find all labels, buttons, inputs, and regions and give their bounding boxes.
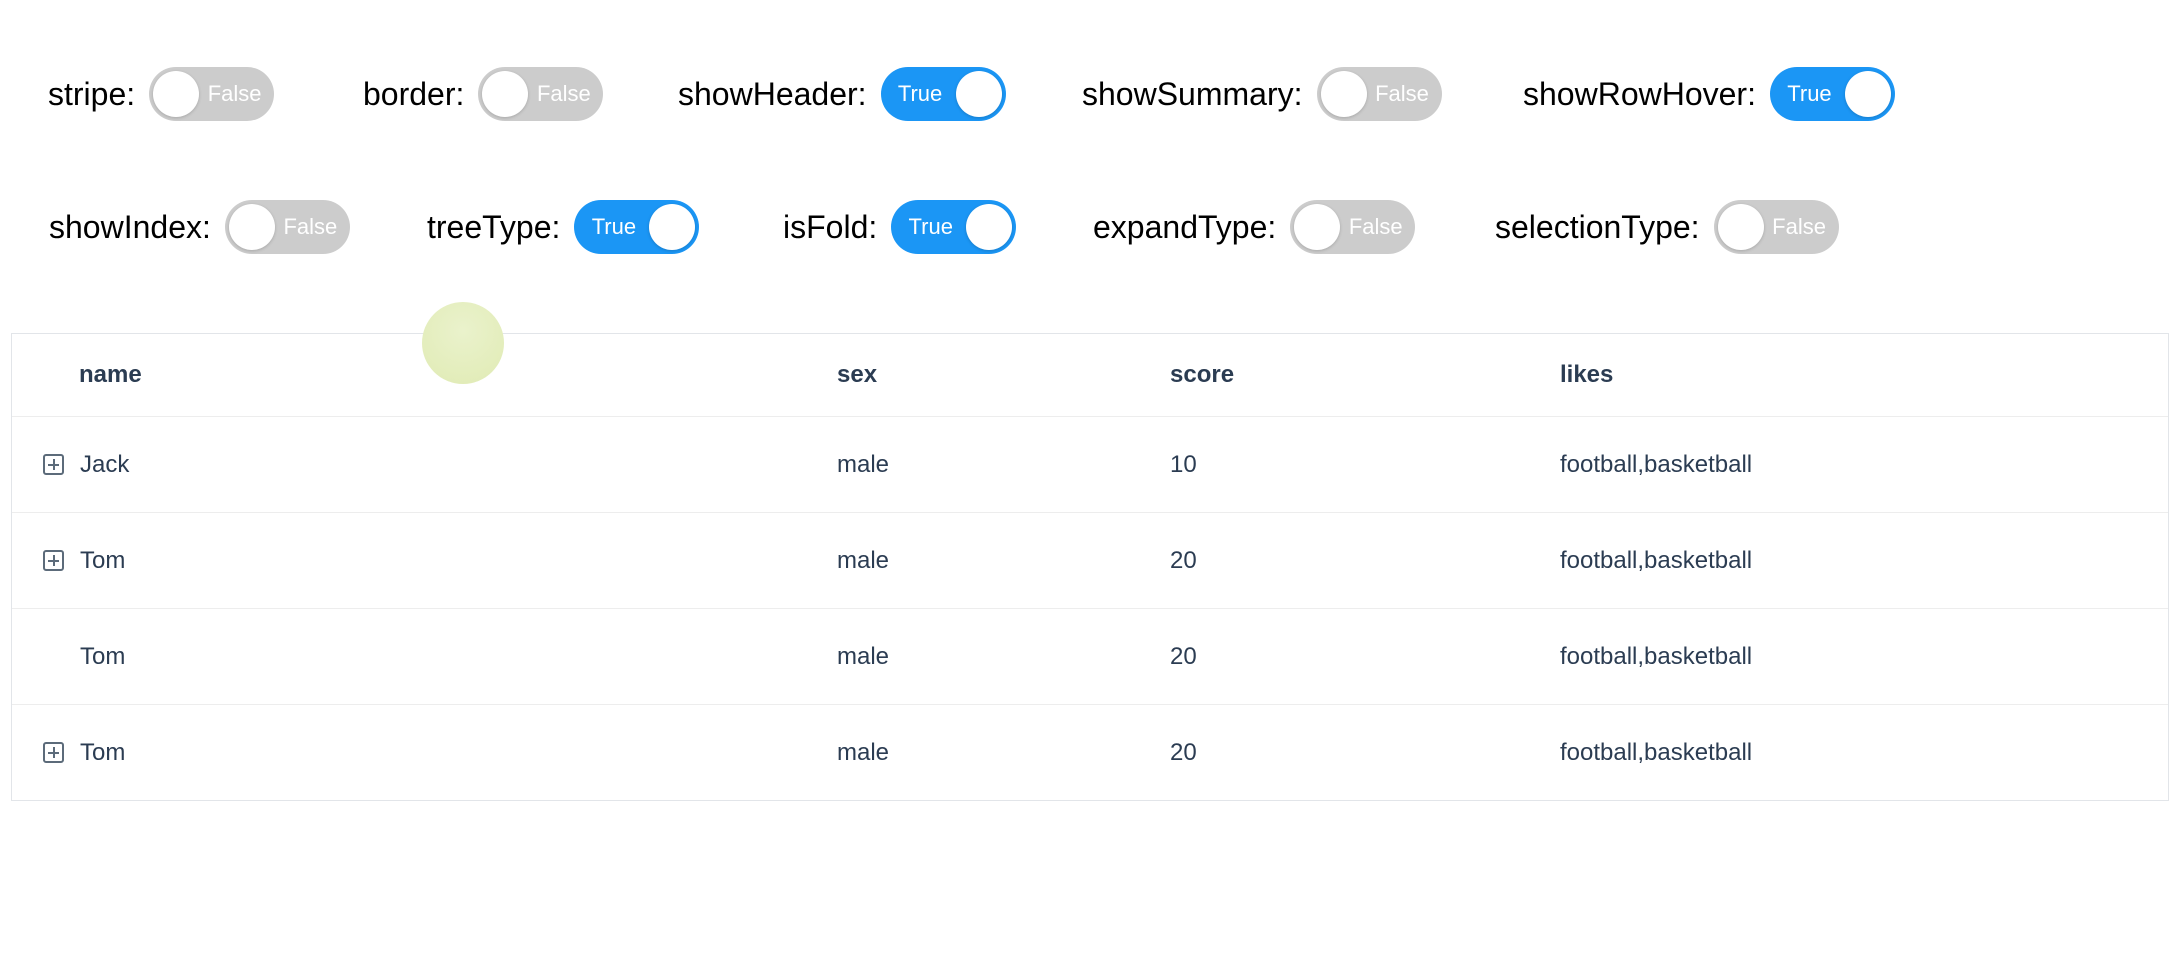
show-row-hover-toggle[interactable]: True xyxy=(1769,67,1895,121)
show-row-hover-toggle-value: True xyxy=(1787,81,1832,106)
row-sex: male xyxy=(837,546,890,574)
show-index-label: showIndex: xyxy=(49,208,211,245)
border-toggle[interactable]: False xyxy=(478,67,604,121)
row-score: 10 xyxy=(1170,450,1197,478)
table-row[interactable]: Jack male 10 football,basketball xyxy=(12,416,2168,512)
border-label: border: xyxy=(363,75,465,112)
name-cell: Tom xyxy=(12,739,770,767)
control-show-index: showIndex: False xyxy=(49,200,350,254)
toggle-knob-icon xyxy=(649,204,696,250)
control-border: border: False xyxy=(363,67,604,121)
expand-icon-spacer xyxy=(43,646,80,667)
expand-type-toggle-value: False xyxy=(1348,214,1403,239)
table-header-row: name sex score likes xyxy=(12,334,2168,416)
row-likes: football,basketball xyxy=(1560,450,1753,478)
row-name: Jack xyxy=(80,450,130,478)
row-likes: football,basketball xyxy=(1560,642,1753,670)
tree-type-label: treeType: xyxy=(427,208,561,245)
row-sex: male xyxy=(837,450,890,478)
toggle-knob-icon xyxy=(1717,204,1764,250)
control-stripe: stripe: False xyxy=(48,67,275,121)
control-expand-type: expandType: False xyxy=(1093,200,1416,254)
control-show-summary: showSummary: False xyxy=(1082,67,1442,121)
row-sex: male xyxy=(837,738,890,766)
row-score: 20 xyxy=(1170,642,1197,670)
show-header-label: showHeader: xyxy=(678,75,867,112)
expand-type-toggle[interactable]: False xyxy=(1290,200,1416,254)
row-name: Tom xyxy=(80,546,126,574)
column-header-name[interactable]: name xyxy=(79,361,142,388)
name-cell: Tom xyxy=(12,643,770,671)
border-toggle-value: False xyxy=(536,81,591,106)
selection-type-toggle[interactable]: False xyxy=(1713,200,1839,254)
row-sex: male xyxy=(837,642,890,670)
control-show-row-hover: showRowHover: True xyxy=(1523,67,1895,121)
is-fold-toggle[interactable]: True xyxy=(891,200,1017,254)
toggle-knob-icon xyxy=(482,71,529,117)
is-fold-label: isFold: xyxy=(783,208,878,245)
show-summary-toggle-value: False xyxy=(1375,81,1429,106)
control-show-header: showHeader: True xyxy=(678,67,1006,121)
expand-plus-icon[interactable] xyxy=(43,454,64,475)
row-name: Tom xyxy=(80,642,126,670)
row-score: 20 xyxy=(1170,738,1197,766)
table-row[interactable]: Tom male 20 football,basketball xyxy=(12,704,2168,800)
expand-plus-icon[interactable] xyxy=(43,550,64,571)
selection-type-label: selectionType: xyxy=(1495,208,1700,245)
name-cell: Jack xyxy=(12,451,770,479)
toggle-knob-icon xyxy=(955,71,1002,117)
data-table: name sex score likes Jack male 10 footba… xyxy=(11,333,2169,801)
row-score: 20 xyxy=(1170,546,1197,574)
show-row-hover-label: showRowHover: xyxy=(1523,75,1756,112)
show-index-toggle-value: False xyxy=(283,214,338,239)
tree-type-toggle-value: True xyxy=(591,214,637,239)
column-header-likes[interactable]: likes xyxy=(1560,361,1614,388)
row-name: Tom xyxy=(80,738,126,766)
row-likes: football,basketball xyxy=(1560,738,1753,766)
column-header-sex[interactable]: sex xyxy=(837,361,878,388)
show-index-toggle[interactable]: False xyxy=(224,200,350,254)
tree-type-toggle[interactable]: True xyxy=(574,200,700,254)
expand-plus-icon[interactable] xyxy=(43,742,64,763)
show-header-toggle-value: True xyxy=(897,81,943,106)
toggle-knob-icon xyxy=(1294,204,1341,250)
toggle-knob-icon xyxy=(1844,71,1891,117)
row-likes: football,basketball xyxy=(1560,546,1753,574)
control-tree-type: treeType: True xyxy=(427,200,700,254)
table-row[interactable]: Tom male 20 football,basketball xyxy=(12,512,2168,608)
expand-type-label: expandType: xyxy=(1093,208,1277,245)
show-summary-label: showSummary: xyxy=(1082,75,1303,112)
toggle-knob-icon xyxy=(966,204,1013,250)
toggle-knob-icon xyxy=(1320,71,1367,117)
control-is-fold: isFold: True xyxy=(783,200,1017,254)
show-summary-toggle[interactable]: False xyxy=(1316,67,1442,121)
control-selection-type: selectionType: False xyxy=(1495,200,1839,254)
show-header-toggle[interactable]: True xyxy=(880,67,1006,121)
stripe-toggle-value: False xyxy=(207,81,262,106)
table-row[interactable]: Tom male 20 football,basketball xyxy=(12,608,2168,704)
column-header-score[interactable]: score xyxy=(1170,361,1235,388)
name-cell: Tom xyxy=(12,547,770,575)
is-fold-toggle-value: True xyxy=(908,214,953,239)
selection-type-toggle-value: False xyxy=(1772,214,1826,239)
stripe-label: stripe: xyxy=(48,75,136,112)
toggle-knob-icon xyxy=(153,71,200,117)
toggle-knob-icon xyxy=(228,204,275,250)
stripe-toggle[interactable]: False xyxy=(149,67,275,121)
